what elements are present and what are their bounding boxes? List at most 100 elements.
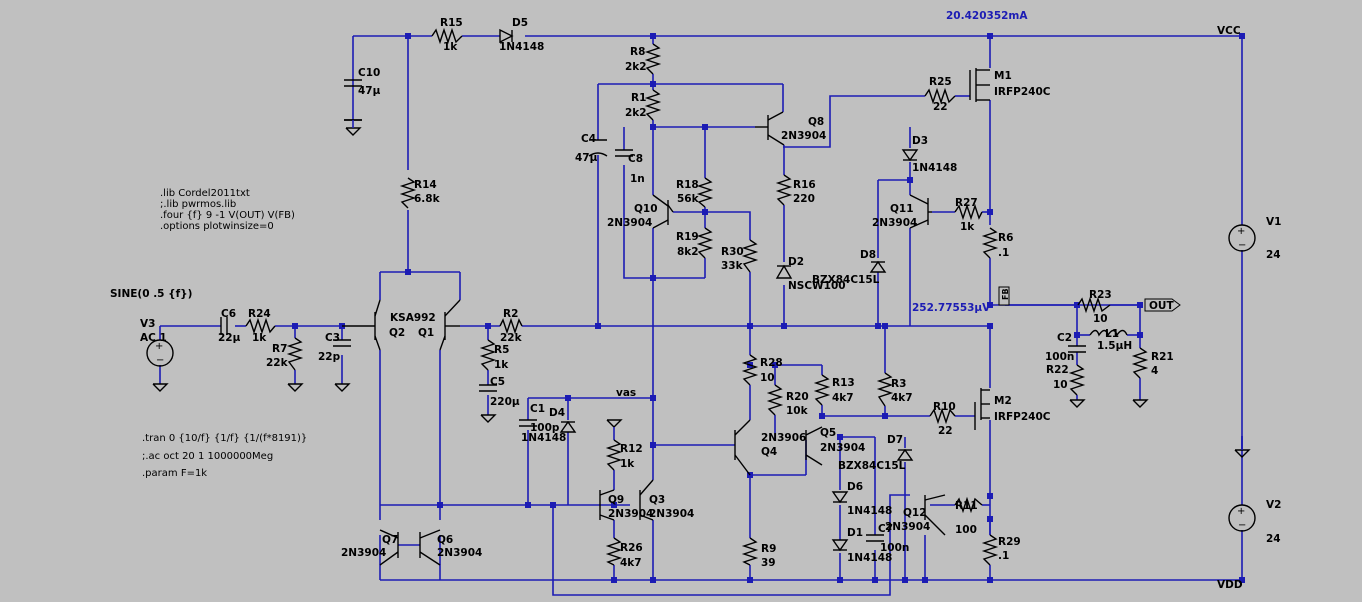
label-l1-value: 1.5µH (1097, 340, 1132, 352)
svg-text:−: − (1238, 240, 1246, 251)
directive-param: .param F=1k (142, 468, 207, 479)
label-r16-name: R16 (793, 179, 816, 191)
label-r12-name: R12 (620, 443, 643, 455)
label-c1-name: C1 (530, 403, 545, 415)
label-c8-value: 1n (630, 173, 645, 185)
label-m1-name: M1 (994, 70, 1012, 82)
label-r16-value: 220 (793, 193, 815, 205)
label-ksa992: KSA992 (390, 312, 436, 324)
label-c10-name: C10 (358, 67, 380, 79)
label-r10-value: 22 (938, 425, 953, 437)
directive-ac: ;.ac oct 20 1 1000000Meg (142, 451, 273, 462)
label-r24-name: R24 (248, 308, 271, 320)
label-c7-value: 100n (880, 542, 909, 554)
label-c3-value: 22p (318, 351, 341, 363)
label-c4-value: 47µ (575, 152, 598, 164)
label-c10-value: 47µ (358, 85, 381, 97)
label-r12-value: 1k (620, 458, 635, 470)
label-c5-value: 220µ (490, 396, 520, 408)
directive-lib2: ;.lib pwrmos.lib (160, 199, 236, 210)
diode-symbols (499, 28, 919, 552)
label-r21-name: R21 (1151, 351, 1174, 363)
label-q8-name: Q8 (808, 116, 824, 128)
label-r24-value: 1k (252, 332, 267, 344)
mosfet-symbols (969, 68, 990, 430)
label-q10-value: 2N3904 (607, 217, 652, 229)
label-r26-name: R26 (620, 542, 643, 554)
fb-label: FB (1001, 288, 1010, 300)
wires (159, 35, 1243, 596)
label-c8-name: C8 (628, 153, 643, 165)
inductor-symbol (1089, 329, 1128, 337)
svg-text:−: − (1238, 520, 1246, 531)
label-q6-value: 2N3904 (437, 547, 482, 559)
label-d3-value: 1N4148 (912, 162, 957, 174)
label-d6-value: 1N4148 (847, 505, 892, 517)
svg-text:+: + (1237, 226, 1245, 237)
label-d2-name: D2 (788, 256, 804, 268)
label-q7-value: 2N3904 (341, 547, 386, 559)
label-d1-value: 1N4148 (847, 552, 892, 564)
label-c1-value: 100p (530, 422, 560, 434)
label-v1-name: V1 (1266, 216, 1281, 228)
vas-label: vas (616, 387, 636, 399)
label-r14-value: 6.8k (414, 193, 441, 205)
label-r20-value: 10k (786, 405, 809, 417)
label-d2-value: NSCW100 (788, 280, 846, 292)
label-r8-name: R8 (630, 46, 645, 58)
label-q3-name: Q3 (649, 494, 665, 506)
label-d4-value: 1N4148 (521, 432, 566, 444)
label-r19-value: 8k2 (677, 246, 699, 258)
label-q4-name: Q4 (761, 446, 777, 458)
label-r25-name: R25 (929, 76, 952, 88)
net-labels: VCC VDD OUT vas FB (616, 25, 1243, 591)
label-r8-value: 2k2 (625, 61, 647, 73)
label-r13-value: 4k7 (832, 392, 854, 404)
label-d8-name: D8 (860, 249, 876, 261)
label-d1-name: D1 (847, 527, 863, 539)
label-m2-name: M2 (994, 395, 1012, 407)
label-d5-value: 1N4148 (499, 41, 544, 53)
label-r23-name: R23 (1089, 289, 1112, 301)
label-r6-name: R6 (998, 232, 1013, 244)
svg-text:+: + (1237, 506, 1245, 517)
label-d4-name: D4 (549, 407, 565, 419)
label-c5-name: C5 (490, 376, 505, 388)
voltage-source-symbols: +− +− +− (146, 224, 1256, 532)
label-r9-name: R9 (761, 543, 776, 555)
svg-text:−: − (156, 355, 164, 366)
vcc-label: VCC (1217, 25, 1241, 37)
label-r15-name: R15 (440, 17, 463, 29)
label-c6-name: C6 (221, 308, 236, 320)
label-d7-name: D7 (887, 434, 903, 446)
label-r7-name: R7 (272, 343, 287, 355)
component-labels: R15 1k D5 1N4148 C10 47µ R14 6.8k R8 2k2… (218, 17, 1281, 569)
label-q5-name: Q5 (820, 427, 836, 439)
label-r3-name: R3 (891, 378, 906, 390)
directive-tran: .tran 0 {10/f} {1/f} {1/(f*8191)} (142, 433, 307, 444)
source-labels: SINE(0 .5 {f}) V3 AC 1 (110, 288, 192, 344)
label-q9-value: 2N3904 (608, 508, 653, 520)
label-r10-name: R10 (933, 401, 956, 413)
label-q12-value: 2N3904 (885, 521, 930, 533)
label-r6-value: .1 (998, 247, 1009, 259)
label-r3-value: 4k7 (891, 392, 913, 404)
label-r23-value: 10 (1093, 313, 1108, 325)
label-q3-value: 2N3904 (649, 508, 694, 520)
label-q4-value: 2N3906 (761, 432, 806, 444)
transistor-symbols (342, 111, 946, 566)
label-r30-name: R30 (721, 246, 744, 258)
label-r2-value: 22k (500, 332, 523, 344)
label-r28-value: 10 (760, 372, 775, 384)
label-r18-name: R18 (676, 179, 699, 191)
label-c7-name: C7 (878, 523, 893, 535)
label-r7-value: 22k (266, 357, 289, 369)
label-c3-name: C3 (325, 332, 340, 344)
label-r15-value: 1k (443, 41, 458, 53)
label-r28-name: R28 (760, 357, 783, 369)
label-c2-name: C2 (1057, 332, 1072, 344)
ground-symbols (152, 120, 1251, 458)
v3-function: SINE(0 .5 {f}) (110, 288, 192, 300)
label-c4-name: C4 (581, 133, 596, 145)
label-q10-name: Q10 (634, 203, 658, 215)
